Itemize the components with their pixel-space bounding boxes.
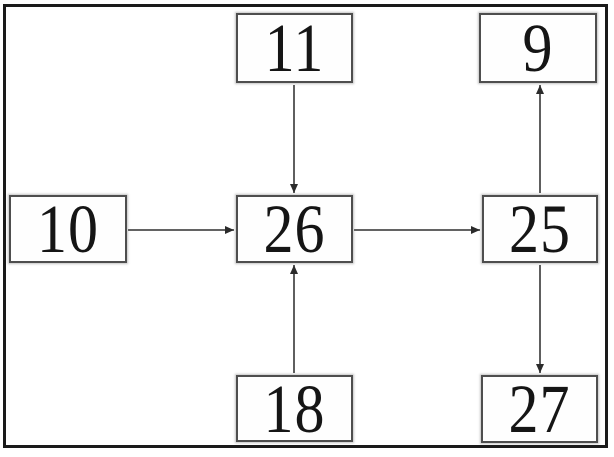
node-box-18: 18 [236,370,353,447]
node-label-9: 9 [522,10,554,86]
node-label-26: 26 [263,191,326,267]
node-label-11: 11 [264,10,325,86]
figure-border [3,4,608,448]
node-label-27: 27 [508,371,571,447]
node-box-27: 27 [481,371,598,447]
node-box-26: 26 [236,191,353,267]
node-label-25: 25 [509,191,571,267]
node-label-18: 18 [263,370,326,447]
node-box-9: 9 [479,13,597,83]
node-box-10: 10 [9,191,127,267]
node-label-10: 10 [37,191,99,267]
node-box-25: 25 [482,191,598,267]
node-box-11: 11 [236,13,353,83]
